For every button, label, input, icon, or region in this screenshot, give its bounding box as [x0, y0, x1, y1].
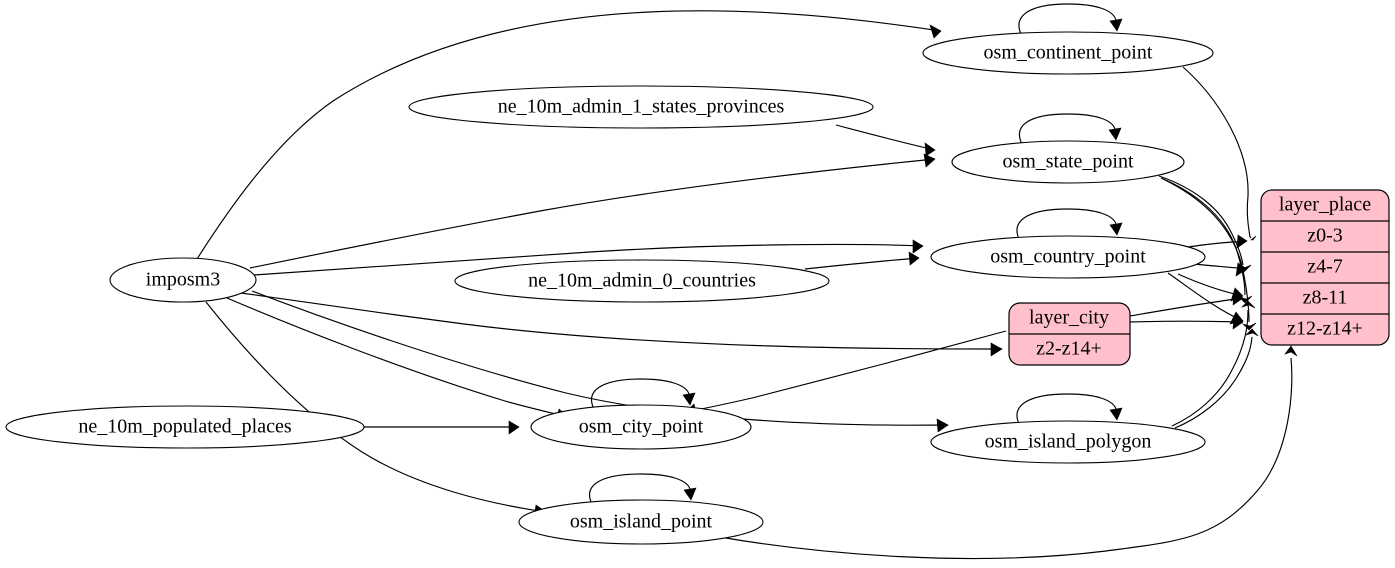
node-osm-city-point[interactable]: osm_city_point [530, 404, 752, 450]
edge-ne-admin-1-to-osm-state-point [835, 124, 936, 157]
edge-ne-admin-0-to-osm-country-point [804, 251, 920, 270]
node-osm-country-point[interactable]: osm_country_point [930, 235, 1206, 279]
edges-layer [196, 3, 1298, 560]
layer-place-row-z8-11-label[interactable]: z8-11 [1303, 287, 1348, 309]
edge-imposm3-to-osm-city-point [226, 297, 569, 423]
edge-osm-island-polygon-to-layer-place-z8-11 [1171, 300, 1256, 427]
node-osm-island-polygon[interactable]: osm_island_polygon [930, 420, 1206, 464]
node-osm-city-point-label: osm_city_point [579, 416, 704, 438]
layer-city-header-label: layer_city [1029, 307, 1109, 329]
node-imposm3-label: imposm3 [146, 269, 220, 291]
layer-place-row-z0-3-label[interactable]: z0-3 [1307, 225, 1343, 247]
edge-layer-city-to-osm-city-point [685, 330, 1007, 418]
node-osm-island-point-label: osm_island_point [570, 511, 713, 533]
edge-imposm3-to-osm-country-point [253, 239, 924, 276]
node-imposm3[interactable]: imposm3 [109, 257, 257, 303]
node-ne-10m-admin-1-states-provinces[interactable]: ne_10m_admin_1_states_provinces [408, 85, 874, 129]
layer-city-row-z2-z14-label[interactable]: z2-z14+ [1036, 338, 1102, 360]
layer-place-header-label: layer_place [1279, 194, 1371, 216]
node-osm-country-point-label: osm_country_point [990, 246, 1146, 268]
edge-osm-continent-point-to-layer-place-z0-3 [1182, 66, 1257, 241]
node-layer-place[interactable]: layer_place z0-3 z4-7 z8-11 z12-z14+ [1260, 189, 1390, 346]
edge-osm-island-polygon-to-layer-place-z12-z14 [1174, 328, 1259, 429]
node-osm-state-point-label: osm_state_point [1002, 151, 1134, 173]
layer-place-row-z12-z14-label[interactable]: z12-z14+ [1287, 318, 1363, 340]
node-ne-populated-label: ne_10m_populated_places [78, 416, 291, 438]
node-ne-admin-0-label: ne_10m_admin_0_countries [528, 270, 756, 292]
edge-osm-island-polygon-self-loop [1016, 393, 1123, 425]
edge-osm-city-point-self-loop [591, 378, 696, 410]
node-layer-city[interactable]: layer_city z2-z14+ [1008, 302, 1131, 366]
edge-osm-country-point-to-layer-place-z0-3 [1187, 234, 1248, 249]
edge-osm-state-point-self-loop [1018, 113, 1122, 145]
edge-imposm3-to-layer-city [240, 292, 1003, 357]
edge-imposm3-to-osm-continent-point [196, 10, 942, 260]
node-osm-island-polygon-label: osm_island_polygon [985, 431, 1152, 453]
node-osm-state-point[interactable]: osm_state_point [951, 140, 1185, 184]
node-ne-admin-1-label: ne_10m_admin_1_states_provinces [498, 96, 785, 118]
node-ne-10m-populated-places[interactable]: ne_10m_populated_places [5, 405, 365, 449]
edge-imposm3-to-osm-state-point [249, 153, 936, 269]
edge-osm-island-point-self-loop [589, 473, 697, 505]
layer-place-row-z4-7-label[interactable]: z4-7 [1307, 256, 1343, 278]
edge-layer-city-to-layer-place-z12-z14 [1129, 315, 1244, 330]
edge-osm-island-point-to-layer-place-z12-z14 [719, 345, 1298, 560]
node-ne-10m-admin-0-countries[interactable]: ne_10m_admin_0_countries [454, 259, 830, 303]
node-osm-continent-point[interactable]: osm_continent_point [922, 31, 1214, 75]
edge-osm-country-point-self-loop [1016, 208, 1123, 240]
node-osm-continent-point-label: osm_continent_point [984, 42, 1153, 64]
edge-ne-populated-places-to-osm-city-point [364, 420, 520, 435]
edge-imposm3-to-osm-island-polygon [251, 290, 949, 433]
edge-layer-city-to-layer-place-z8-11 [1129, 291, 1244, 317]
nodes-layer: imposm3 ne_10m_admin_1_states_provinces … [5, 31, 1390, 545]
edge-osm-continent-point-self-loop [1018, 3, 1123, 35]
node-osm-island-point[interactable]: osm_island_point [518, 499, 764, 545]
edge-osm-country-point-to-layer-place-z4-7 [1193, 262, 1248, 277]
